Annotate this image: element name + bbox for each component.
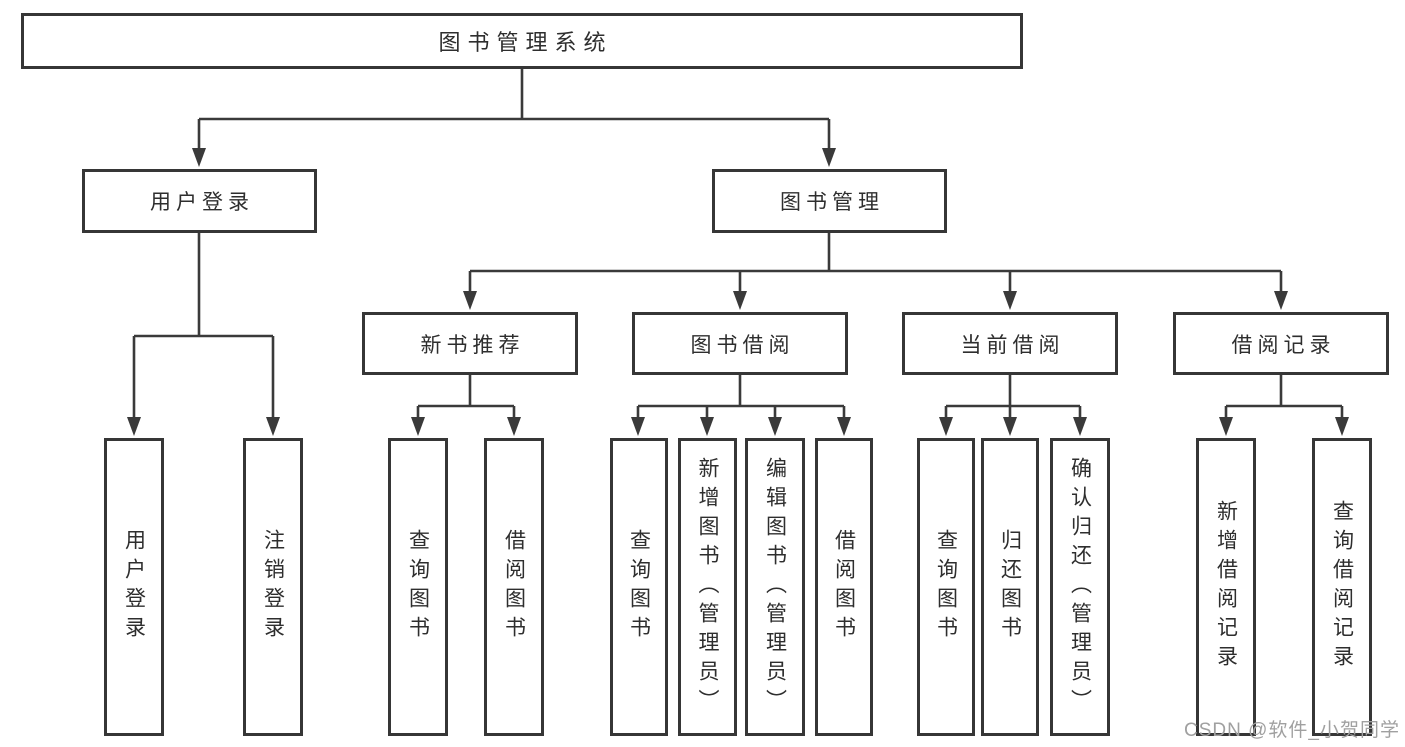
leaf-new-books-query: 查询图书 [388,438,448,736]
node-book-borrow: 图书借阅 [632,312,848,375]
leaf-current-borrow-query: 查询图书 [917,438,975,736]
leaf-logout: 注销登录 [243,438,303,736]
leaf-records-add: 新增借阅记录 [1196,438,1256,736]
leaf-book-borrow-query: 查询图书 [610,438,668,736]
node-user-login: 用户登录 [82,169,317,233]
connector-new-books-to-leaves [411,375,521,436]
node-user-login-label: 用户登录 [150,191,254,214]
node-root: 图书管理系统 [21,13,1023,69]
connector-current-borrow-to-leaves [939,375,1087,436]
leaf-book-borrow-edit-admin: 编辑图书（管理员） [745,438,805,736]
connector-root-to-level2 [192,69,836,167]
node-new-books: 新书推荐 [362,312,578,375]
node-root-label: 图书管理系统 [438,30,613,55]
leaf-records-query: 查询借阅记录 [1312,438,1372,736]
connector-user-login-to-leaves [127,233,280,436]
leaf-current-borrow-return: 归还图书 [981,438,1039,736]
node-current-borrow: 当前借阅 [902,312,1118,375]
node-borrow-records-label: 借阅记录 [1231,333,1336,357]
leaf-new-books-borrow: 借阅图书 [484,438,544,736]
leaf-current-borrow-confirm-admin: 确认归还（管理员） [1050,438,1110,736]
csdn-watermark: CSDN @软件_小贺同学 [1184,720,1400,741]
connector-book-borrow-to-leaves [631,375,851,436]
node-new-books-label: 新书推荐 [420,333,525,357]
node-current-borrow-label: 当前借阅 [960,333,1065,357]
node-book-mgmt-label: 图书管理 [780,191,884,214]
connector-book-mgmt-to-level3 [463,233,1288,310]
node-book-borrow-label: 图书借阅 [690,333,795,357]
node-borrow-records: 借阅记录 [1173,312,1389,375]
node-book-mgmt: 图书管理 [712,169,947,233]
connector-borrow-records-to-leaves [1219,375,1349,436]
leaf-user-login: 用户登录 [104,438,164,736]
leaf-book-borrow-borrow: 借阅图书 [815,438,873,736]
leaf-book-borrow-add-admin: 新增图书（管理员） [678,438,737,736]
